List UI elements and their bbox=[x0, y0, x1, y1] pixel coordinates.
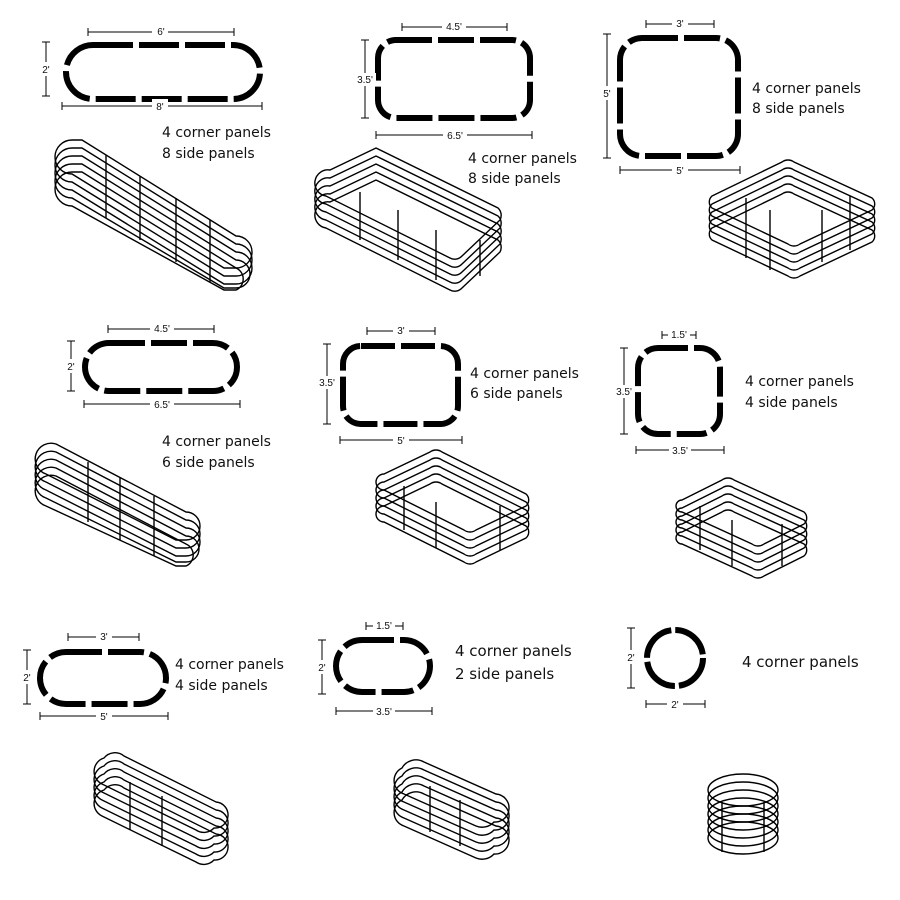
height-dimension: 3.5' bbox=[316, 343, 338, 425]
height-dimension: 2' bbox=[19, 649, 35, 705]
corner-panels-label: 4 corner panels bbox=[742, 653, 859, 671]
height-dimension: 2' bbox=[63, 340, 79, 392]
bed-1.5x2: 1.5' 2' 3.5' 4 corner panels 2 side pane… bbox=[314, 618, 572, 860]
length-label: 6.5' bbox=[154, 400, 170, 411]
corner-panels-label: 4 corner panels bbox=[745, 374, 854, 390]
length-label: 8' bbox=[156, 102, 164, 113]
side-panels-label: 8 side panels bbox=[162, 146, 255, 162]
side-panels-label: 2 side panels bbox=[455, 665, 554, 683]
top-view-outline bbox=[644, 627, 706, 689]
height-dimension: 3.5' bbox=[354, 39, 376, 119]
bed-3x5: 3' 5' 5' 4 corner panels 8 side panels bbox=[600, 16, 876, 279]
height-label: 2' bbox=[23, 673, 31, 684]
width-label: 1.5' bbox=[671, 330, 687, 341]
length-dimension: 6.5' bbox=[375, 128, 533, 142]
bed-4.5x3.5: 4.5' 3.5' 6.5' 4 corner panels 8 side pa… bbox=[314, 19, 577, 292]
width-dimension: 1.5' bbox=[661, 327, 697, 341]
width-dimension: 4.5' bbox=[401, 19, 508, 33]
bed-3d-illustration bbox=[393, 759, 510, 860]
length-dimension: 3.5' bbox=[635, 443, 725, 457]
bed-3d-illustration bbox=[314, 147, 502, 292]
width-dimension: 4.5' bbox=[107, 321, 215, 335]
height-label: 5' bbox=[603, 89, 611, 100]
side-panels-label: 4 side panels bbox=[745, 395, 838, 411]
length-dimension: 2' bbox=[645, 697, 706, 711]
side-panels-label: 4 side panels bbox=[175, 678, 268, 694]
bed-2x2: 2' 2' 4 corner panels bbox=[623, 627, 859, 855]
width-label: 3' bbox=[100, 632, 108, 643]
length-label: 5' bbox=[397, 436, 405, 447]
top-view-outline bbox=[617, 35, 741, 159]
width-label: 4.5' bbox=[446, 22, 462, 33]
corner-panels-label: 4 corner panels bbox=[162, 434, 271, 450]
length-dimension: 6.5' bbox=[83, 397, 241, 411]
width-dimension: 1.5' bbox=[365, 618, 404, 632]
bed-6x2: 6' 2' 8' 4 corner panels 8 side panels bbox=[38, 24, 271, 291]
height-dimension: 3.5' bbox=[613, 347, 635, 435]
height-dimension: 2' bbox=[623, 627, 639, 689]
length-label: 5' bbox=[676, 166, 684, 177]
side-panels-label: 6 side panels bbox=[162, 455, 255, 471]
bed-3d-illustration bbox=[54, 139, 253, 291]
width-dimension: 3' bbox=[645, 16, 715, 30]
width-label: 6' bbox=[157, 27, 165, 38]
corner-panels-label: 4 corner panels bbox=[468, 151, 577, 167]
corner-panels-label: 4 corner panels bbox=[752, 81, 861, 97]
height-label: 3.5' bbox=[616, 387, 632, 398]
top-view-outline bbox=[375, 37, 533, 121]
bed-3d-illustration bbox=[707, 773, 779, 855]
corner-panels-label: 4 corner panels bbox=[455, 642, 572, 660]
length-label: 3.5' bbox=[376, 707, 392, 718]
top-view-outline bbox=[635, 345, 723, 437]
top-view-outline bbox=[63, 42, 263, 102]
width-label: 3' bbox=[397, 326, 405, 337]
bed-3d-illustration bbox=[34, 442, 201, 567]
bed-3d-illustration bbox=[708, 159, 876, 279]
width-dimension: 6' bbox=[87, 24, 235, 38]
length-label: 3.5' bbox=[672, 446, 688, 457]
length-dimension: 3.5' bbox=[335, 704, 433, 718]
bed-3x3.5: 3' 3.5' 5' 4 corner panels 6 side panels bbox=[316, 323, 579, 565]
height-label: 3.5' bbox=[357, 75, 373, 86]
height-label: 2' bbox=[67, 362, 75, 373]
corner-panels-label: 4 corner panels bbox=[162, 125, 271, 141]
length-dimension: 5' bbox=[619, 163, 741, 177]
height-label: 2' bbox=[42, 65, 50, 76]
bed-3d-illustration bbox=[375, 449, 530, 565]
width-dimension: 3' bbox=[366, 323, 436, 337]
height-label: 3.5' bbox=[319, 378, 335, 389]
length-label: 2' bbox=[671, 700, 679, 711]
corner-panels-label: 4 corner panels bbox=[175, 657, 284, 673]
bed-3x2: 3' 2' 5' 4 corner panels 4 side panels bbox=[19, 629, 284, 866]
length-label: 5' bbox=[100, 712, 108, 723]
side-panels-label: 8 side panels bbox=[752, 101, 845, 117]
side-panels-label: 6 side panels bbox=[470, 386, 563, 402]
width-label: 4.5' bbox=[154, 324, 170, 335]
width-dimension: 3' bbox=[67, 629, 140, 643]
side-panels-label: 8 side panels bbox=[468, 171, 561, 187]
height-dimension: 2' bbox=[38, 41, 54, 97]
top-view-outline bbox=[340, 343, 461, 427]
bed-1.5x3.5: 1.5' 3.5' 3.5' 4 corner panels 4 side pa… bbox=[613, 327, 854, 579]
bed-3d-illustration bbox=[93, 752, 229, 866]
width-label: 3' bbox=[676, 19, 684, 30]
top-view-outline bbox=[82, 340, 240, 394]
bed-3d-illustration bbox=[675, 477, 808, 579]
corner-panels-label: 4 corner panels bbox=[470, 366, 579, 382]
height-label: 2' bbox=[318, 663, 326, 674]
top-view-outline bbox=[37, 649, 169, 707]
height-label: 2' bbox=[627, 653, 635, 664]
height-dimension: 2' bbox=[314, 639, 330, 695]
length-label: 6.5' bbox=[447, 131, 463, 142]
top-view-outline bbox=[333, 637, 433, 695]
length-dimension: 8' bbox=[61, 99, 263, 113]
length-dimension: 5' bbox=[339, 433, 463, 447]
bed-4.5x2: 4.5' 2' 6.5' 4 corner panels 6 side pane… bbox=[34, 321, 271, 567]
width-label: 1.5' bbox=[376, 621, 392, 632]
height-dimension: 5' bbox=[600, 33, 614, 159]
length-dimension: 5' bbox=[39, 709, 169, 723]
